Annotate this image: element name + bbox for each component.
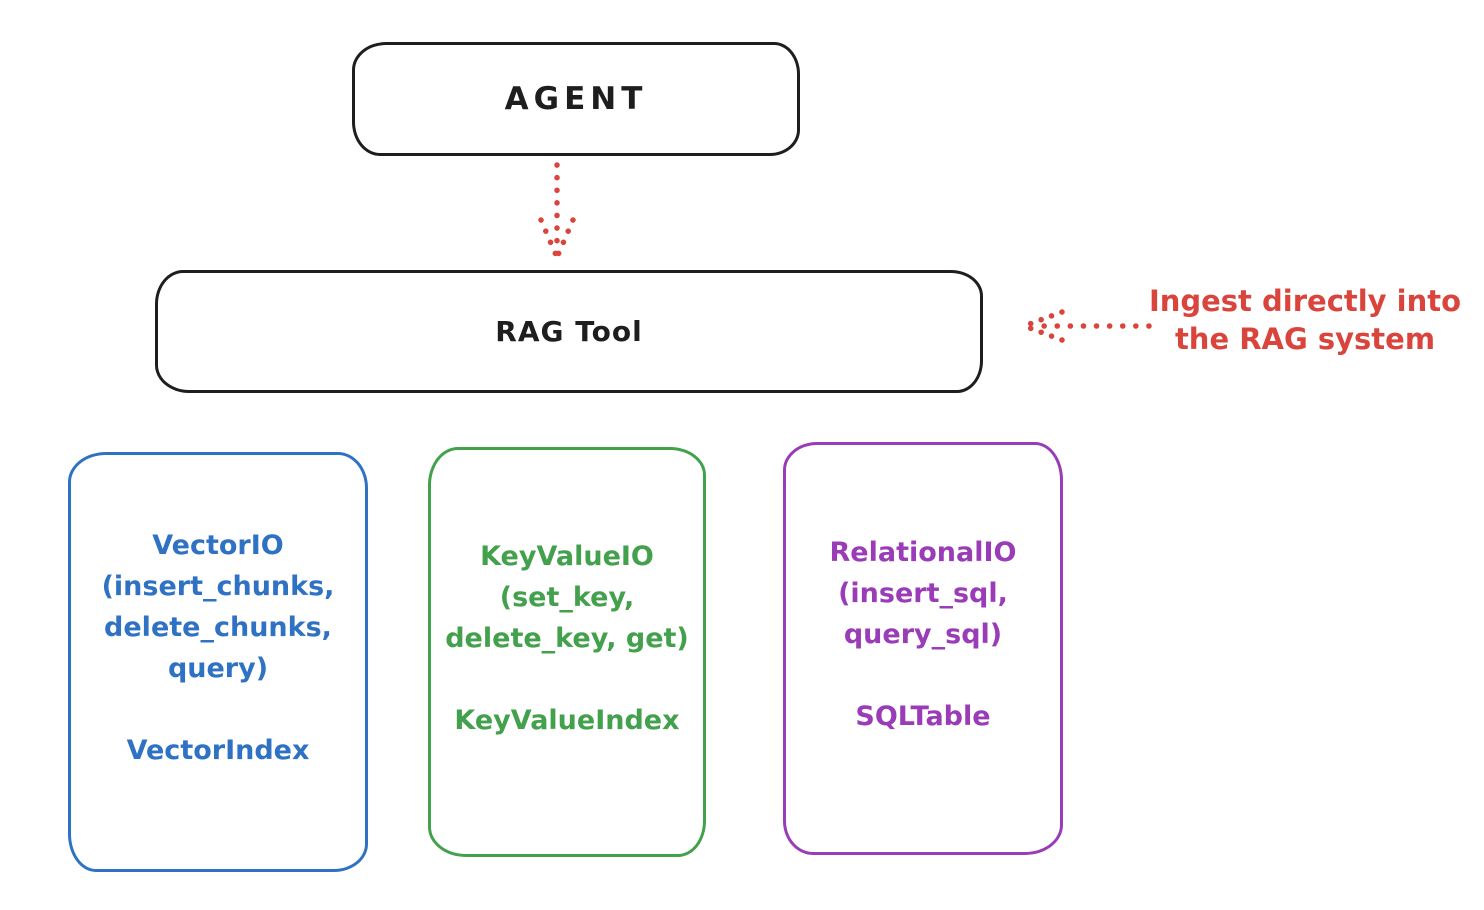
ingest-annotation-arrow — [1024, 309, 1152, 343]
backend-methods-line: (insert_sql, — [838, 578, 1008, 609]
agent-to-ragtool-arrow — [538, 162, 576, 258]
backend-title-line: KeyValueIO — [480, 540, 654, 572]
backend-card-keyvalue-io: KeyValueIO (set_key, delete_key, get) Ke… — [428, 447, 706, 857]
backend-card-vector-io-body: VectorIO (insert_chunks, delete_chunks, … — [102, 525, 335, 771]
backend-index-label: KeyValueIndex — [454, 704, 680, 736]
backend-methods-line: delete_key, get) — [445, 622, 689, 654]
agent-label: AGENT — [504, 81, 648, 117]
backend-methods-line: (insert_chunks, — [101, 571, 335, 602]
backend-card-vector-io: VectorIO (insert_chunks, delete_chunks, … — [68, 452, 368, 872]
agent-node: AGENT — [352, 42, 800, 156]
rag-tool-label: RAG Tool — [495, 315, 643, 348]
backend-methods-line: query) — [167, 653, 269, 684]
backend-card-relational-io: RelationalIO (insert_sql, query_sql) SQL… — [783, 442, 1063, 855]
backend-index-label: SQLTable — [855, 701, 991, 732]
backend-card-relational-io-body: RelationalIO (insert_sql, query_sql) SQL… — [830, 532, 1017, 737]
ingest-annotation-line2: the RAG system — [1174, 322, 1436, 356]
backend-title-line: VectorIO — [152, 530, 284, 561]
rag-tool-node: RAG Tool — [155, 270, 983, 393]
ingest-annotation-line1: Ingest directly into — [1148, 284, 1462, 318]
backend-title-line: RelationalIO — [829, 537, 1017, 568]
backend-index-label: VectorIndex — [126, 735, 310, 766]
backend-methods-line: delete_chunks, — [104, 612, 332, 643]
backend-methods-line: (set_key, — [499, 581, 635, 613]
backend-card-keyvalue-io-body: KeyValueIO (set_key, delete_key, get) Ke… — [445, 536, 689, 741]
ingest-annotation: Ingest directly into the RAG system — [1140, 282, 1470, 358]
backend-methods-line: query_sql) — [843, 619, 1003, 650]
